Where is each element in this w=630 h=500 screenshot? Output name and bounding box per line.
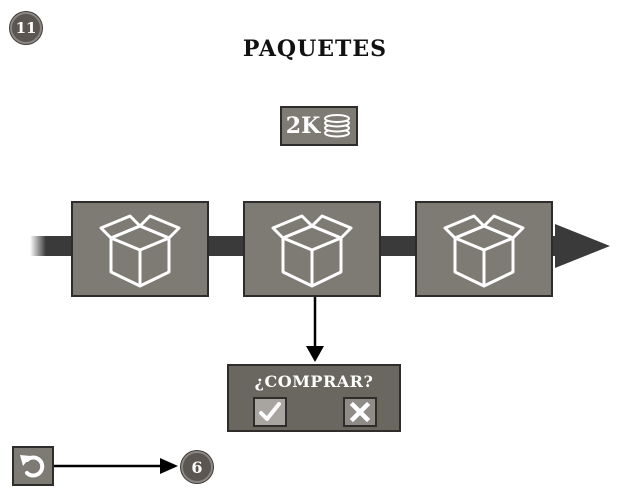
box-icon (271, 214, 353, 288)
buy-dialog: ¿COMPRAR? (227, 364, 401, 432)
track-arrowhead (555, 224, 610, 268)
checkmark-icon (259, 402, 281, 421)
undo-button[interactable] (12, 446, 54, 486)
target-step-badge: 6 (181, 451, 213, 483)
step-number-badge: 11 (10, 12, 42, 44)
page-title: PAQUETES (242, 36, 388, 62)
package-option-1[interactable] (71, 201, 209, 297)
coin-stack-icon (324, 114, 351, 138)
undo-icon (20, 455, 45, 478)
price-tag: 2K (280, 106, 358, 146)
price-amount: 2K (285, 113, 321, 139)
package-option-2[interactable] (243, 201, 381, 297)
package-option-3[interactable] (415, 201, 553, 297)
buy-prompt: ¿COMPRAR? (254, 372, 374, 391)
box-icon (99, 214, 181, 288)
x-icon (349, 401, 371, 423)
box-icon (443, 214, 525, 288)
confirm-button[interactable] (253, 397, 287, 427)
cancel-button[interactable] (343, 397, 377, 427)
